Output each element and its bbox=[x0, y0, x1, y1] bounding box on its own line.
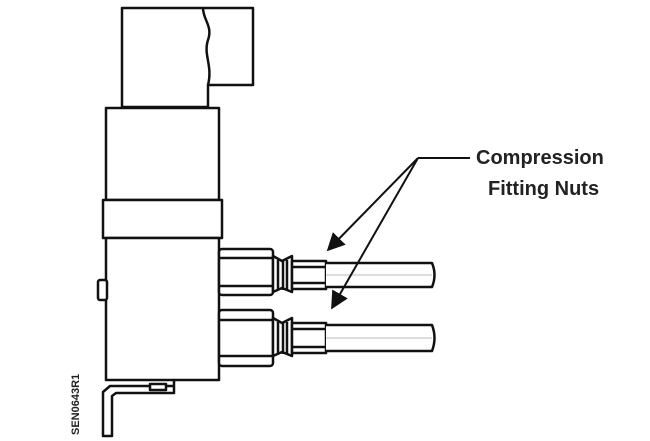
switch-body bbox=[96, 106, 224, 382]
figure-code: SEN0643R1 bbox=[70, 374, 82, 435]
callout-line-2: Fitting Nuts bbox=[488, 178, 599, 200]
callout-line-1: Compression bbox=[476, 147, 604, 169]
mounting-bracket bbox=[101, 378, 176, 438]
callout-leaders bbox=[326, 157, 470, 310]
upper-fitting bbox=[217, 247, 436, 297]
lower-fitting bbox=[217, 308, 436, 368]
callout-label: Compression Fitting Nuts bbox=[476, 147, 604, 200]
electrical-connector bbox=[120, 6, 255, 109]
